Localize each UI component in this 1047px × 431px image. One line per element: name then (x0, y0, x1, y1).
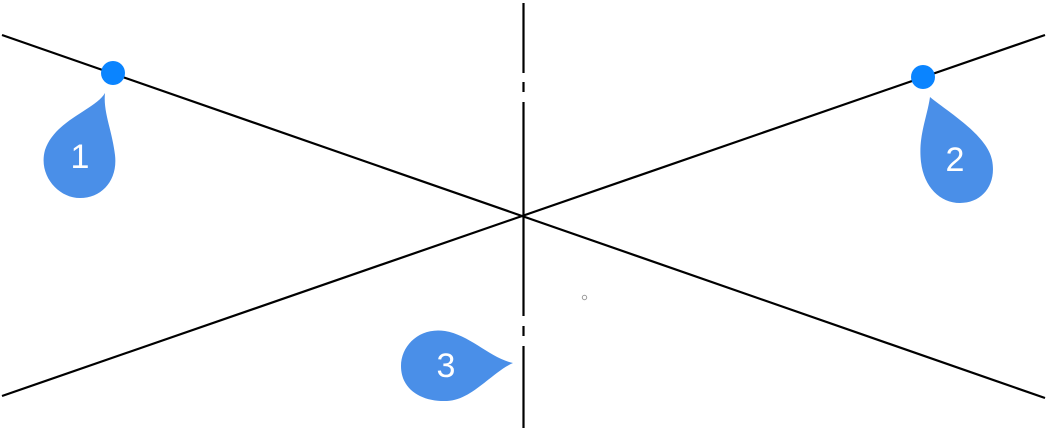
callout-1-label: 1 (71, 138, 90, 176)
origin-marker (581, 294, 588, 301)
callout-2-shape (920, 97, 993, 203)
snap-point-2[interactable] (911, 65, 935, 89)
callout-3-label: 3 (437, 347, 456, 385)
callout-2: 2 (920, 97, 993, 203)
callout-2-label: 2 (946, 141, 965, 179)
callout-1-shape (43, 93, 116, 198)
callout-3: 3 (401, 330, 513, 402)
callout-3-shape (401, 330, 513, 402)
snap-point-1[interactable] (101, 61, 125, 85)
callout-1: 1 (43, 93, 116, 198)
